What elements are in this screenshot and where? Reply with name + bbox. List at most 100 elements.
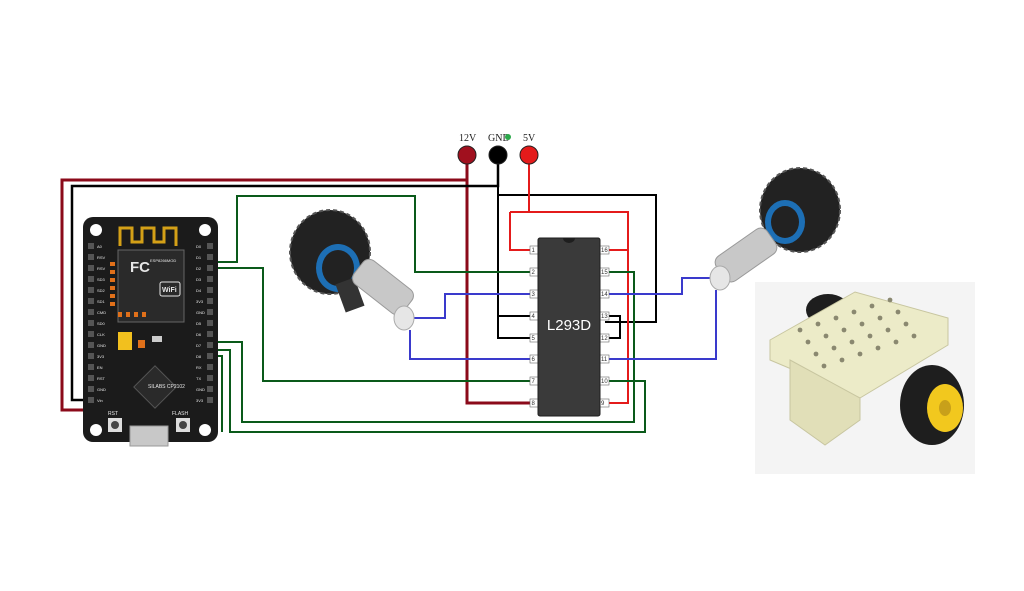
chassis-plate: [769, 291, 949, 399]
chassis-front-bracket: [789, 359, 861, 446]
chip-pin-label: 1: [532, 248, 536, 254]
header-pin-label: RX: [196, 365, 202, 370]
header-pin: [207, 397, 213, 403]
chassis-hole: [815, 321, 821, 327]
wire-motor-left-b: [409, 330, 533, 360]
regulator: [152, 336, 162, 342]
header-pin: [207, 331, 213, 337]
wire-d2-to-chip-pin7: [213, 267, 533, 382]
flash-button-cap[interactable]: [179, 421, 187, 429]
header-pin: [207, 276, 213, 282]
antenna-trace: [118, 226, 178, 246]
wire-gnd-chip-left: [497, 186, 533, 339]
mount-hole: [90, 224, 102, 236]
header-pin: [88, 364, 94, 370]
wheel-hub-inner: [771, 206, 799, 238]
header-pin: [88, 375, 94, 381]
chassis-hole: [821, 363, 827, 369]
header-pin: [207, 298, 213, 304]
chassis-hole: [849, 339, 855, 345]
header-pin: [88, 265, 94, 271]
chassis-hole: [851, 309, 857, 315]
header-pin: [207, 386, 213, 392]
header-pin-label: 3V3: [97, 354, 105, 359]
header-pin: [207, 265, 213, 271]
header-pin-label: SD1: [97, 299, 106, 304]
chassis-hole: [813, 351, 819, 357]
wire-gnd-to-board: [70, 160, 500, 402]
motor-left: [289, 209, 415, 331]
header-pin-label: D5: [196, 321, 202, 326]
rst-label: RST: [108, 411, 118, 417]
header-pin: [88, 309, 94, 315]
wire-5v-to-chip: [528, 160, 629, 404]
chassis-hole: [885, 327, 891, 333]
header-pin-label: GND: [196, 387, 205, 392]
wire-motor-right-b: [605, 290, 717, 360]
header-pin-label: Vin: [97, 398, 103, 403]
mount-hole: [90, 424, 102, 436]
power-terminal-5v: 5V: [519, 133, 539, 165]
chip-pin-label: 15: [601, 270, 608, 276]
wifi-logo-frame: [159, 281, 181, 297]
chip-pin-label: 11: [601, 357, 608, 363]
wire-gnd-chip-pin12-13: [605, 315, 621, 339]
chassis-wheel-center: [939, 400, 951, 416]
chip-pin-label: 6: [532, 357, 536, 363]
wire-12v-to-chip-pin8: [465, 180, 533, 405]
header-pin-label: D8: [196, 354, 202, 359]
chassis-hole: [867, 333, 873, 339]
header-pin-label: D6: [196, 332, 202, 337]
header-pin-label: 3V3: [196, 398, 204, 403]
header-pin-label: GND: [97, 387, 106, 392]
header-pin-label: SD2: [97, 288, 106, 293]
chip-pin-label: 5: [532, 336, 536, 342]
chassis-hole: [857, 351, 863, 357]
chassis-hole: [875, 345, 881, 351]
chip-label: L293D: [547, 317, 591, 334]
robot-chassis-image: [755, 282, 975, 474]
capacitor: [118, 332, 132, 350]
wire-5v-chip-pin1: [509, 212, 533, 251]
chassis-hole: [823, 333, 829, 339]
usb-chip-text: SILABS CP2102: [148, 384, 185, 390]
header-pin-label: D0: [196, 244, 202, 249]
header-pin: [88, 287, 94, 293]
header-pin-label: RSV: [97, 255, 106, 260]
wires: [60, 160, 717, 433]
chip-pin-label: 2: [532, 270, 536, 276]
gear-motor-body: [352, 258, 414, 316]
motor-end-cap: [393, 305, 415, 331]
header-pin: [88, 254, 94, 260]
mount-hole: [199, 224, 211, 236]
wifi-module: [117, 249, 185, 323]
chassis-hole: [859, 321, 865, 327]
header-pin-label: RSV: [97, 266, 106, 271]
usb-port: [129, 425, 169, 447]
chassis-hole: [797, 327, 803, 333]
chassis-hole: [911, 333, 917, 339]
flash-label: FLASH: [172, 411, 189, 417]
chip-pin-label: 8: [532, 401, 536, 407]
wire-d5-to-chip-pin15: [213, 271, 635, 423]
header-pin-label: GND: [97, 343, 106, 348]
header-pin: [207, 243, 213, 249]
module-text: ESP8266MOD: [150, 258, 176, 263]
power-terminal-12v: 12V: [457, 133, 477, 165]
wire-gnd-chip-right: [498, 194, 657, 323]
header-pin: [207, 375, 213, 381]
motor-right: [709, 167, 841, 291]
rst-button-cap[interactable]: [111, 421, 119, 429]
chassis-hole: [895, 309, 901, 315]
header-pin: [88, 353, 94, 359]
header-pin: [88, 331, 94, 337]
tire-tread: [289, 209, 371, 295]
header-pin: [207, 254, 213, 260]
header-pin-label: RST: [97, 376, 106, 381]
header-pin: [88, 276, 94, 282]
chip-notch: [563, 238, 575, 243]
chip-pin-label: 12: [601, 336, 608, 342]
